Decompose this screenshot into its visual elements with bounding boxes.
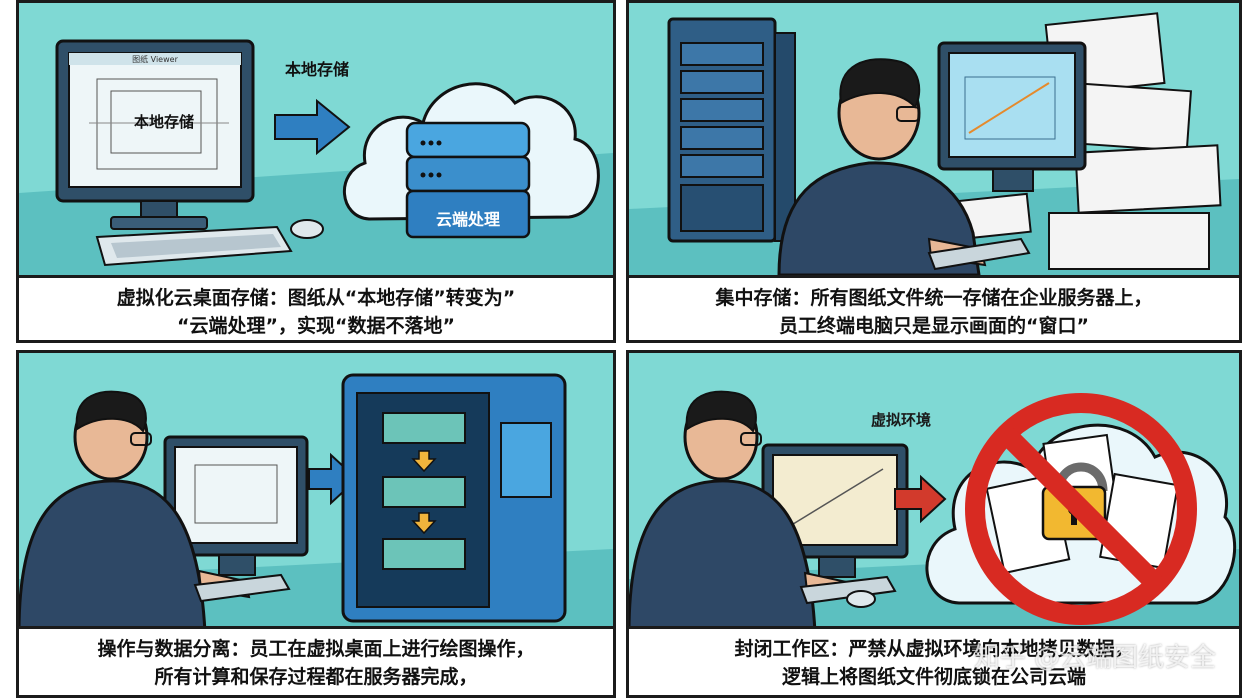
- caption-line: “云端处理”，实现“数据不落地”: [177, 315, 455, 337]
- keyboard: [95, 225, 293, 267]
- employee-terminal-monitor: [937, 41, 1087, 192]
- right-arrow-icon: [274, 98, 351, 156]
- prohibition-icon: [965, 393, 1197, 625]
- desktop-monitor: 图纸 Viewer 本地存储: [55, 39, 255, 230]
- caption-line: 虚拟化云桌面存储：图纸从“本地存储”转变为”: [116, 287, 516, 309]
- panel-4-caption: 封闭工作区：严禁从虚拟环境向本地拷贝数据， 逻辑上将图纸文件彻底锁在公司云端: [629, 626, 1239, 695]
- caption-line: 封闭工作区：严禁从虚拟环境向本地拷贝数据，: [734, 638, 1134, 660]
- keyboard: [927, 237, 1031, 271]
- enterprise-server-tower: [667, 17, 796, 243]
- mouse-icon: [846, 590, 876, 608]
- panel-local-to-cloud: 图纸 Viewer 本地存储 本地存储 云端处理: [16, 0, 616, 343]
- down-arrow-icon: [411, 450, 437, 473]
- server-cabinet: [341, 373, 567, 623]
- caption-line: 所有计算和保存过程都在服务器完成，: [154, 666, 478, 688]
- monitor-local-storage-text: 本地存储: [134, 113, 194, 131]
- panel-1-illustration: 图纸 Viewer 本地存储 本地存储 云端处理: [19, 3, 613, 275]
- server-cloud-processing-text: 云端处理: [436, 210, 500, 229]
- caption-line: 员工终端电脑只是显示画面的“窗口”: [779, 315, 1089, 337]
- caption-line: 集中存储：所有图纸文件统一存储在企业服务器上，: [715, 287, 1153, 309]
- down-arrow-icon: [411, 512, 437, 535]
- monitor-title: 图纸 Viewer: [132, 54, 178, 64]
- panel-2-caption: 集中存储：所有图纸文件统一存储在企业服务器上， 员工终端电脑只是显示画面的“窗口…: [629, 275, 1239, 340]
- keyboard: [193, 573, 291, 603]
- panel-4-illustration: 虚拟环境: [629, 353, 1239, 632]
- panel-3-caption: 操作与数据分离：员工在虚拟桌面上进行绘图操作， 所有计算和保存过程都在服务器完成…: [19, 626, 613, 695]
- panel-operation-data-separation: 操作与数据分离：员工在虚拟桌面上进行绘图操作， 所有计算和保存过程都在服务器完成…: [16, 350, 616, 698]
- mouse-icon: [290, 219, 324, 239]
- panel-2-illustration: [629, 3, 1239, 275]
- keyboard: [799, 575, 897, 605]
- caption-line: 操作与数据分离：员工在虚拟桌面上进行绘图操作，: [97, 638, 535, 660]
- drawing-document-stacks: [926, 12, 1222, 270]
- panel-centralized-storage: 集中存储：所有图纸文件统一存储在企业服务器上， 员工终端电脑只是显示画面的“窗口…: [626, 0, 1242, 343]
- panel-3-illustration: [19, 353, 613, 632]
- employee-figure: [629, 390, 857, 632]
- panel-closed-workspace: 虚拟环境: [626, 350, 1242, 698]
- arrow-label: 本地存储: [285, 60, 349, 79]
- virtual-environment-label: 虚拟环境: [871, 411, 931, 429]
- panel-1-caption: 虚拟化云桌面存储：图纸从“本地存储”转变为” “云端处理”，实现“数据不落地”: [19, 275, 613, 340]
- virtual-desktop-monitor: [163, 435, 309, 576]
- employee-figure: [19, 390, 251, 632]
- cloud-server-stack: 云端处理: [405, 121, 531, 239]
- watermark: 知乎 @云端图纸安全: [973, 643, 1216, 673]
- caption-line: 逻辑上将图纸文件彻底锁在公司云端: [781, 666, 1086, 688]
- right-arrow-icon: [894, 474, 947, 524]
